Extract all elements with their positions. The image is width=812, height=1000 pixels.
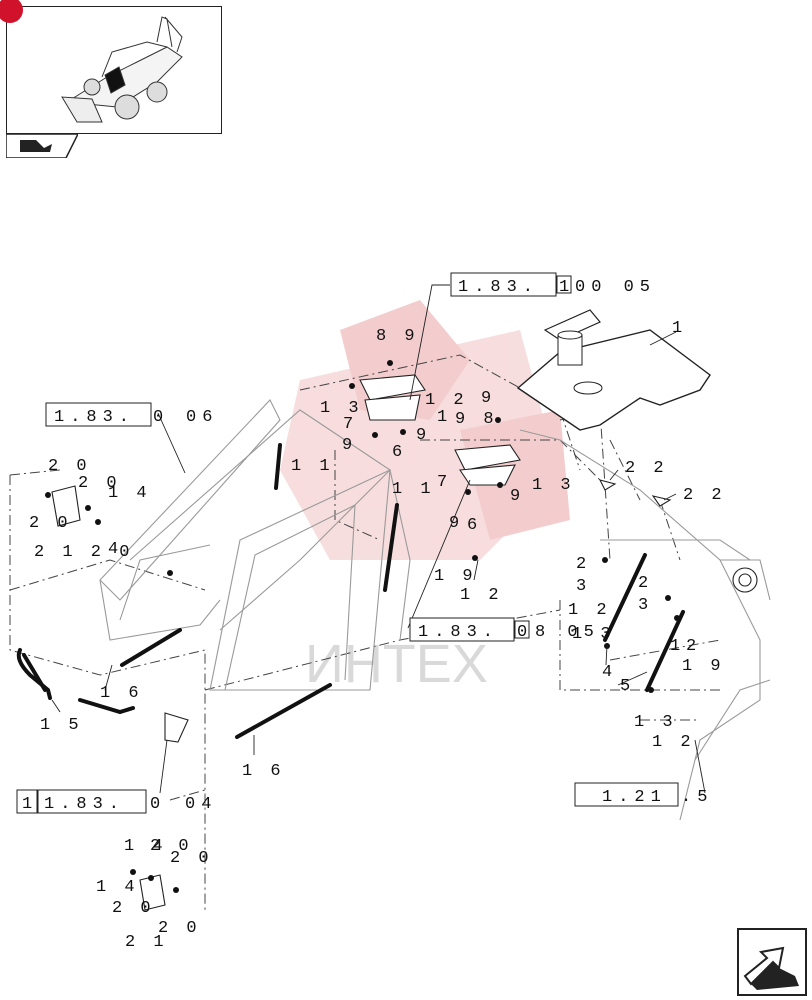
callout: 6 — [392, 443, 406, 462]
callout: 1 3 — [532, 476, 575, 495]
ref-4-text: 1.21 — [602, 788, 667, 807]
ref-2-text: 1.83. — [54, 408, 135, 427]
callout: 1 1 — [291, 457, 334, 476]
callout: 2 — [638, 574, 652, 593]
callout: 9 — [481, 389, 495, 408]
callout: 2 0 — [170, 849, 213, 868]
callout: 2 2 — [683, 486, 726, 505]
callout: 2 — [576, 555, 590, 574]
callout: 2 0 — [29, 514, 72, 533]
callout: 1 3 — [634, 713, 677, 732]
callout: 1 9 — [434, 567, 477, 586]
engine-hood — [516, 309, 711, 431]
callout: 2 1 2 0 — [34, 543, 133, 562]
callout: 9 8 — [455, 410, 498, 429]
ref-box-1-83-10-05[interactable]: 1.83. 1 00 05 — [450, 272, 656, 297]
callout: 1 2 — [425, 391, 468, 410]
leader-lines — [51, 284, 706, 794]
callout: 3 — [638, 596, 652, 615]
ref-1-box: 1 — [559, 278, 575, 297]
seal-strips — [16, 628, 332, 739]
callout: 1 — [670, 637, 684, 656]
callout: 5 — [620, 677, 634, 696]
callout: 1 2 — [460, 586, 503, 605]
callout: 3 — [576, 577, 590, 596]
callout: 2 2 — [625, 459, 668, 478]
ref-box-1-83-0-04[interactable]: 1 1.83. 0 04 — [16, 789, 217, 814]
loader-frame — [99, 399, 771, 821]
callout: 9 — [342, 436, 356, 455]
callout: 2 0 — [150, 837, 193, 856]
callout: 7 — [343, 415, 357, 434]
ref-3-suffix: 8 05 — [535, 623, 600, 642]
callout: 1 2 — [652, 733, 695, 752]
callout: 7 — [437, 473, 451, 492]
callout: 2 0 — [78, 474, 121, 493]
ref-5-box: 0 — [150, 795, 166, 814]
ref-3-text: 1.83. — [418, 623, 499, 642]
brackets — [51, 374, 758, 911]
callout: 1 3 — [572, 625, 615, 644]
callout: 2 — [686, 637, 700, 656]
callouts: 1 8 9 1 3 7 1 2 9 9 6 1 9 8 9 7 1 3 9 9 … — [29, 319, 726, 952]
corner-badge — [0, 0, 23, 23]
callout: 2 0 — [112, 899, 155, 918]
callout: 1 — [672, 319, 686, 338]
page-flip-icon[interactable] — [6, 134, 78, 158]
ref-5-text: 1.83. — [44, 795, 125, 814]
watermark-text: ИНТЕХ — [305, 634, 488, 694]
ref-box-1-83-0-06[interactable]: 1.83. 0 06 — [45, 402, 218, 427]
callout: 4 — [108, 540, 122, 559]
callout: 9 — [449, 514, 463, 533]
callout: 4 — [602, 663, 616, 682]
ref-4-suffix: .5 — [681, 788, 713, 807]
ref-5-prefix: 1 — [22, 795, 38, 814]
callout: 9 — [510, 487, 524, 506]
callout: 9 — [416, 426, 430, 445]
callout: 1 2 — [568, 601, 611, 620]
callout: 1 6 — [100, 684, 143, 703]
callout: 1 4 — [108, 484, 151, 503]
ref-1-text: 1.83. — [458, 278, 539, 297]
callout: 1 4 — [96, 878, 139, 897]
vehicle-thumbnail — [0, 0, 222, 134]
callout: 2 0 — [48, 457, 91, 476]
callout: 1 — [437, 408, 451, 427]
callout: 1 5 — [40, 716, 83, 735]
ref-box-1-83-0-8-05[interactable]: 1.83. 0 8 05 — [409, 617, 600, 642]
next-page-arrow-icon[interactable] — [737, 928, 807, 996]
ref-3-box: 0 — [517, 623, 533, 642]
callout: 1 9 — [682, 657, 725, 676]
ref-2-box: 0 — [153, 408, 169, 427]
callout: 2 0 — [158, 919, 201, 938]
ref-1-suffix: 00 05 — [575, 278, 656, 297]
callout: 1 4 — [124, 837, 167, 856]
callout: 1 3 — [320, 399, 363, 418]
ref-box-1-21-5[interactable]: 1.21 .5 — [574, 782, 713, 807]
ref-5-suffix: 04 — [185, 795, 217, 814]
callout: 6 — [467, 516, 481, 535]
fasteners — [45, 360, 680, 893]
callout: 1 6 — [242, 762, 285, 781]
callout: 1 1 — [392, 480, 435, 499]
ref-2-suffix: 06 — [186, 408, 218, 427]
backhoe-loader-icon — [61, 16, 183, 123]
callout: 8 9 — [376, 327, 419, 346]
callout: 2 1 — [125, 933, 168, 952]
